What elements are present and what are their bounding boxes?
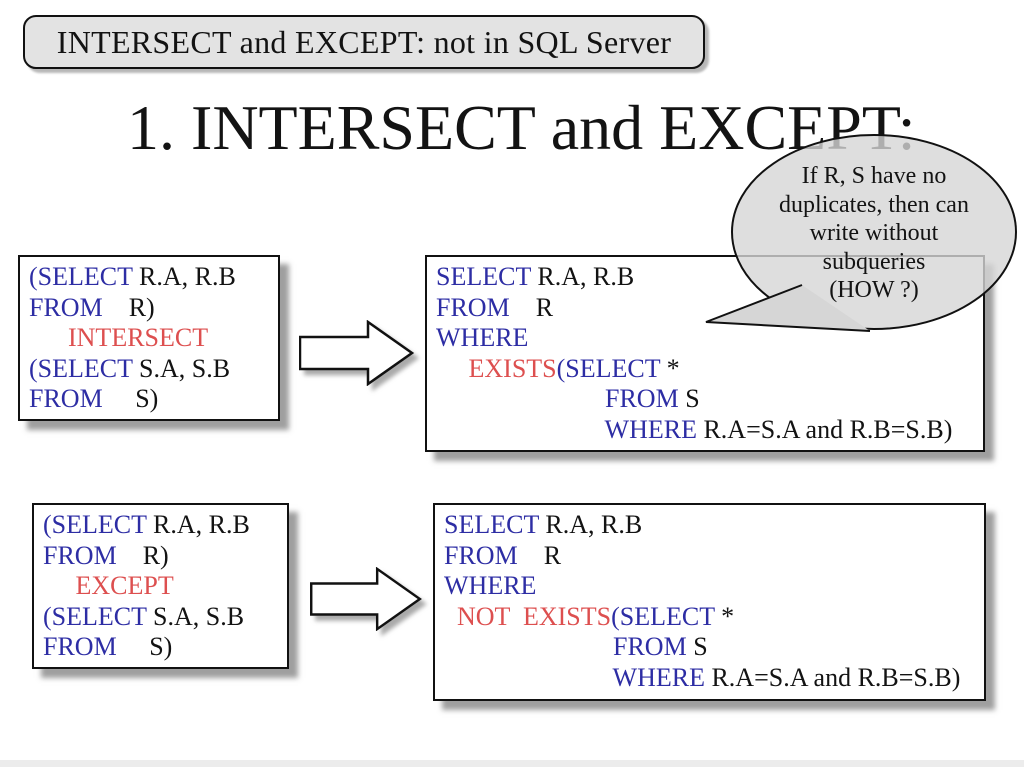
slide-header-label: INTERSECT and EXCEPT: not in SQL Server: [56, 23, 672, 60]
sql-keyword: (SELECT: [611, 601, 715, 631]
sql-text: R.A=S.A and R.B=S.B): [696, 414, 953, 444]
code-line: SELECT R.A, R.B: [436, 262, 974, 293]
sql-text: R.A=S.A and R.B=S.B): [704, 662, 961, 692]
sql-text: S): [116, 632, 173, 661]
sql-keyword: WHERE: [436, 323, 529, 352]
slide-header-box: INTERSECT and EXCEPT: not in SQL Server: [23, 15, 705, 69]
sql-text: [444, 663, 613, 692]
sql-set-operator: EXISTS: [468, 353, 557, 383]
sql-text: R): [116, 540, 169, 570]
code-line: FROM R): [29, 293, 269, 324]
speech-bubble: [705, 134, 1017, 332]
page-title: 1. INTERSECT and EXCEPT:: [127, 92, 916, 163]
sql-text: [436, 415, 605, 444]
sql-text: R.A, R.B: [146, 510, 250, 539]
code-line: WHERE: [436, 323, 974, 354]
sql-keyword: (SELECT: [43, 510, 147, 539]
sql-keyword: FROM: [436, 292, 510, 322]
code-line: FROM S): [43, 632, 278, 663]
code-line: WHERE R.A=S.A and R.B=S.B): [436, 415, 974, 446]
callout-line: subqueries: [822, 248, 926, 275]
right-arrow-icon: [310, 567, 422, 631]
sql-text: S: [686, 632, 708, 661]
code-line: FROM S: [444, 632, 975, 663]
speech-bubble-tail: [705, 284, 871, 332]
code-line: SELECT R.A, R.B: [444, 510, 975, 541]
sql-text: S): [102, 384, 159, 413]
code-line: FROM R: [436, 293, 974, 324]
code-line: WHERE R.A=S.A and R.B=S.B): [444, 663, 975, 694]
sql-text: R.A, R.B: [530, 262, 635, 291]
sql-keyword: FROM: [605, 384, 679, 413]
sql-keyword: FROM: [613, 632, 687, 661]
sql-keyword: WHERE: [604, 414, 697, 444]
sql-keyword: (SELECT: [29, 353, 133, 383]
sql-text: [29, 323, 68, 352]
sql-keyword: (SELECT: [29, 262, 133, 291]
code-line: WHERE: [444, 571, 975, 602]
sql-set-operator: INTERSECT: [68, 323, 209, 352]
sql-keyword: FROM: [29, 292, 103, 322]
callout-line: If R, S have no: [801, 163, 947, 189]
sql-keyword: FROM: [29, 384, 103, 413]
slide-bottom-edge: [0, 760, 1024, 767]
sql-text: [436, 384, 605, 413]
sql-text: S: [678, 384, 700, 413]
sql-text: R): [102, 292, 155, 322]
code-line: FROM R: [444, 541, 975, 572]
callout-line: duplicates, then can: [779, 191, 969, 218]
right-arrow-icon: [299, 320, 415, 386]
sql-text: R.A, R.B: [132, 262, 236, 291]
code-line: FROM R): [43, 541, 278, 572]
code-line: INTERSECT: [29, 323, 269, 354]
sql-keyword: WHERE: [444, 571, 537, 600]
code-line: EXISTS(SELECT *: [436, 354, 974, 385]
sql-text: R: [517, 540, 562, 570]
code-line: FROM S): [29, 384, 269, 415]
code-line: FROM S: [436, 384, 974, 415]
sql-keyword: FROM: [43, 632, 117, 661]
sql-keyword: FROM: [444, 540, 518, 570]
sql-keyword: SELECT: [436, 262, 531, 291]
sql-keyword: (SELECT: [43, 601, 147, 631]
sql-set-operator: EXCEPT: [75, 571, 174, 600]
sql-text: *: [660, 353, 680, 383]
code-line: (SELECT R.A, R.B: [29, 262, 269, 293]
code-line: (SELECT S.A, S.B: [43, 602, 278, 633]
code-line: (SELECT R.A, R.B: [43, 510, 278, 541]
code-line: (SELECT S.A, S.B: [29, 354, 269, 385]
speech-bubble-ellipse: [731, 134, 1017, 330]
sql-set-operator: NOT EXISTS: [457, 601, 612, 631]
sql-text: [43, 571, 76, 600]
callout-line: write without: [809, 220, 939, 246]
sql-text: S.A, S.B: [132, 353, 231, 383]
sql-text: R.A, R.B: [538, 510, 643, 539]
callout-line: (HOW ?): [829, 277, 919, 303]
sql-text: S.A, S.B: [146, 601, 245, 631]
callout-text: If R, S have no duplicates, then can wri…: [740, 162, 1008, 305]
sql-text: R: [509, 292, 554, 322]
sql-keyword: (SELECT: [556, 353, 661, 383]
code-line: EXCEPT: [43, 571, 278, 602]
code-line: NOT EXISTS(SELECT *: [444, 602, 975, 633]
sql-keyword: WHERE: [612, 662, 705, 692]
sql-text: *: [714, 601, 735, 631]
sql-text: [444, 632, 613, 661]
sql-keyword: FROM: [43, 540, 117, 570]
sql-text: [444, 602, 457, 631]
sql-keyword: SELECT: [444, 510, 539, 539]
sql-text: [436, 354, 469, 383]
